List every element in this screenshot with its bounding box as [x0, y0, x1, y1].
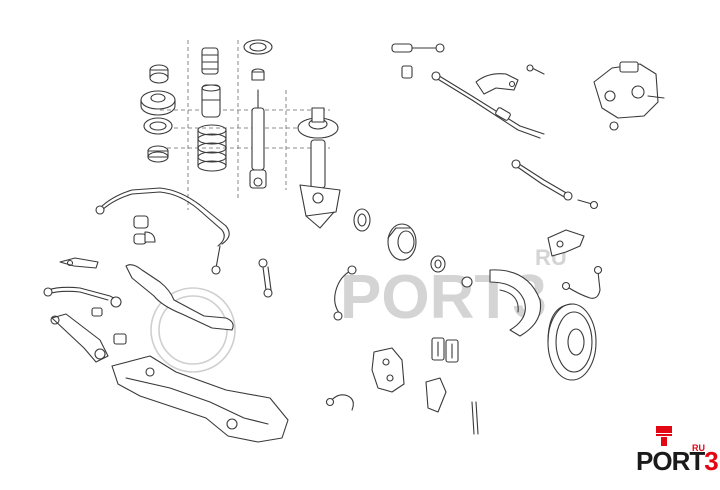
lower-control-arm-front [43, 286, 122, 308]
watermark-ring [150, 287, 236, 373]
dust-boot [201, 84, 221, 118]
strut-top-mount [140, 90, 176, 116]
caliper-bracket [425, 377, 447, 413]
pitman-arm [475, 73, 519, 95]
wheel-bearing [353, 208, 371, 232]
stabilizer-link [258, 258, 273, 298]
logo-wordmark: PORT3 [636, 446, 719, 476]
steering-knuckle-arm [547, 229, 585, 257]
brake-caliper [371, 347, 405, 393]
strut-spring-plate [297, 107, 339, 139]
brake-dust-shield [489, 269, 542, 337]
wear-sensor [325, 394, 354, 411]
logo-suffix: RU [692, 443, 705, 453]
strut-bearing [143, 117, 173, 135]
logo-brand-digit: 3 [704, 446, 719, 476]
port3-logo: PORT3 RU [636, 425, 719, 480]
wheel-hub [387, 223, 417, 261]
strut-assembly [140, 39, 341, 229]
watermark: PORT3 RU [150, 245, 567, 373]
tie-rod-end-top [391, 43, 445, 79]
stabilizer-bar [95, 187, 230, 275]
brake-pin [471, 401, 479, 435]
spring-seat [147, 145, 169, 163]
brake-pads [431, 337, 459, 363]
idler-arm [526, 64, 545, 75]
hub-nut [430, 255, 446, 273]
control-arm-bushings [91, 307, 127, 345]
steering-damper-end [577, 199, 599, 210]
shock-absorber [249, 89, 267, 189]
strut-upper-nut [251, 68, 265, 81]
crossmember [125, 264, 234, 331]
brake-hose [561, 265, 603, 299]
coil-spring [197, 124, 227, 172]
abs-sensor-wire [333, 265, 357, 321]
tie-rod [431, 71, 545, 139]
front-subframe [111, 355, 289, 443]
tension-strut [59, 257, 99, 269]
brake-disc [547, 303, 597, 381]
lower-control-arm [50, 313, 109, 363]
steering-gearbox [593, 61, 665, 131]
piston-icon [656, 426, 672, 446]
drag-link [511, 159, 573, 201]
logo-brand-main: PORT [636, 446, 705, 476]
bump-stop [201, 47, 219, 75]
stabilizer-bushings [133, 215, 156, 245]
hub-cap [461, 276, 473, 288]
strut-tube [299, 139, 341, 229]
strut-upper-seal [243, 39, 273, 55]
strut-mount-nut [149, 64, 169, 84]
